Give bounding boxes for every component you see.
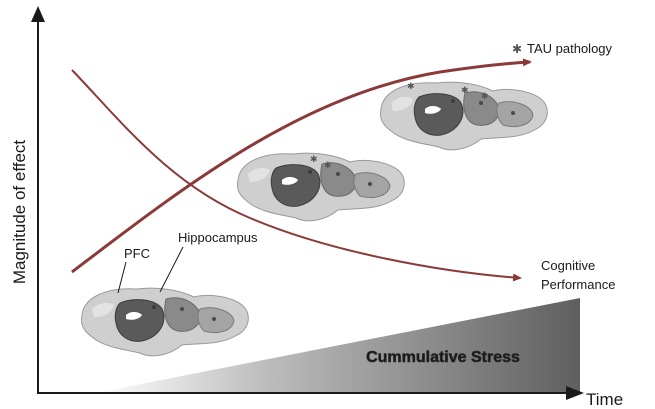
tau-marker-icon: ✱ bbox=[481, 92, 489, 102]
tau-marker-icon: ✱ bbox=[407, 82, 415, 92]
tau-marker-icon: ✱ bbox=[310, 155, 318, 165]
y-axis-arrowhead bbox=[31, 6, 45, 22]
tau-pathology-label: TAU pathology bbox=[527, 41, 613, 56]
pfc-label: PFC bbox=[124, 246, 150, 261]
tau-marker-icon: ✱ bbox=[461, 86, 469, 96]
hippocampus-pointer-line bbox=[160, 247, 183, 292]
brain-early-image bbox=[81, 288, 248, 356]
cognitive-label-line2: Performance bbox=[541, 277, 615, 292]
tau-legend-icon: ✱ bbox=[512, 42, 522, 56]
brain-middle-image: ✱ ✱ bbox=[237, 153, 404, 221]
tau-marker-icon: ✱ bbox=[324, 161, 332, 171]
hippocampus-label: Hippocampus bbox=[178, 230, 258, 245]
y-axis-label: Magnitude of effect bbox=[10, 140, 29, 285]
x-axis-label: Time bbox=[586, 390, 623, 409]
brain-late-image: ✱ ✱ ✱ bbox=[380, 82, 547, 150]
cumulative-stress-label: Cummulative Stress bbox=[366, 349, 520, 366]
cognitive-label-line1: Cognitive bbox=[541, 258, 595, 273]
